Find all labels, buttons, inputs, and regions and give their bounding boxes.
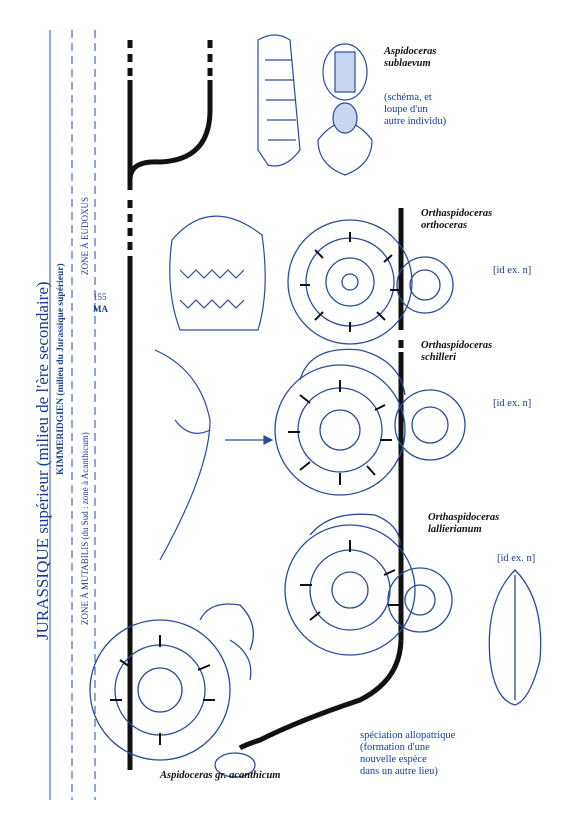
stage-label: KIMMERIDGIEN (milieu du Jurassique supér…	[56, 263, 66, 475]
zone-right-label: ZONE À EUDOXUS	[80, 197, 90, 275]
species2-bracket: [id ex. n]	[493, 398, 531, 410]
species3-name: lallierianum	[428, 524, 482, 536]
zone-left-label: ZONE À MUTABILIS (du Sud : zone à Acanth…	[80, 432, 90, 625]
top-note-line2: loupe d'un	[384, 104, 428, 116]
age-unit: MA	[93, 303, 108, 315]
fragment-drawings	[155, 216, 272, 560]
ammonite-drawings	[90, 220, 541, 777]
top-note-line1: (schéma, et	[384, 92, 432, 104]
species3-bracket: [id ex. n]	[497, 553, 535, 565]
top-species-line1: Aspidoceras	[384, 46, 437, 58]
species2-name: schilleri	[421, 352, 456, 364]
species2-genus: Orthaspidoceras	[421, 340, 492, 352]
era-title: JURASSIQUE supérieur (milieu de l'ère se…	[33, 281, 53, 640]
footnote-line1: spéciation allopatrique	[360, 730, 455, 742]
footnote-line4: dans un autre lieu)	[360, 766, 438, 778]
top-fossil-drawings	[258, 35, 372, 175]
species3-genus: Orthaspidoceras	[428, 512, 499, 524]
footnote-line3: nouvelle espèce	[360, 754, 427, 766]
species1-genus: Orthaspidoceras	[421, 208, 492, 220]
footnote-line2: (formation d'une	[360, 742, 430, 754]
top-note-line3: autre individu)	[384, 116, 446, 128]
species1-bracket: [id ex. n]	[493, 265, 531, 277]
lineage-lines	[130, 40, 401, 770]
species1-name: orthoceras	[421, 220, 467, 232]
rib-marks	[110, 232, 400, 745]
top-species-line2: sublaevum	[384, 58, 431, 70]
age-value: 155	[93, 291, 107, 303]
bottom-species: Aspidoceras gr. acanthicum	[160, 770, 280, 782]
